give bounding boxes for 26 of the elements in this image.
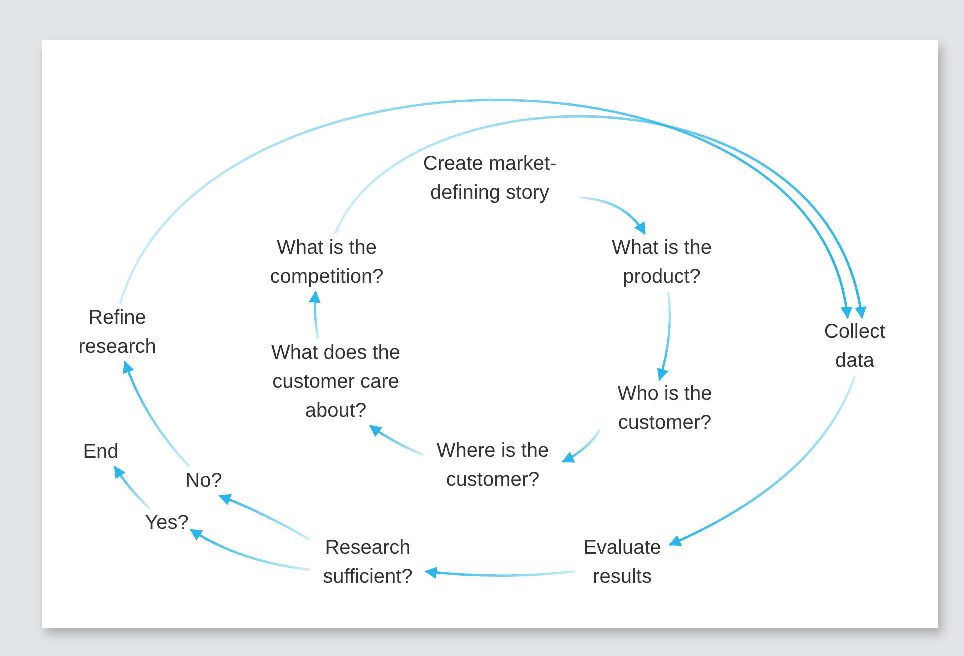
- arrow: [123, 360, 191, 468]
- step-label: What does the customer care about?: [258, 339, 414, 426]
- step-label: No?: [182, 467, 226, 496]
- step-label: Where is the customer?: [423, 437, 563, 495]
- step-label: Create market-defining story: [400, 150, 580, 208]
- arrow: [657, 292, 672, 382]
- step-label: End: [80, 438, 122, 467]
- step-label: Evaluate results: [575, 534, 670, 592]
- arrow: [119, 99, 851, 320]
- arrow: [190, 528, 310, 572]
- arrow: [562, 429, 602, 464]
- arrow: [309, 290, 322, 340]
- step-label: What is the product?: [597, 234, 727, 292]
- step-label: Research sufficient?: [310, 534, 426, 592]
- arrow: [668, 376, 856, 546]
- arrow: [580, 196, 646, 235]
- step-label: Yes?: [143, 509, 191, 538]
- arrow: [114, 466, 152, 510]
- step-label: What is the competition?: [257, 234, 397, 292]
- arrow: [424, 566, 576, 579]
- arrow: [369, 425, 424, 456]
- step-label: Collect data: [815, 318, 895, 376]
- arrow: [218, 494, 311, 541]
- step-label: Who is the customer?: [600, 380, 730, 438]
- arrow: [334, 116, 866, 320]
- step-label: Refine research: [70, 304, 165, 362]
